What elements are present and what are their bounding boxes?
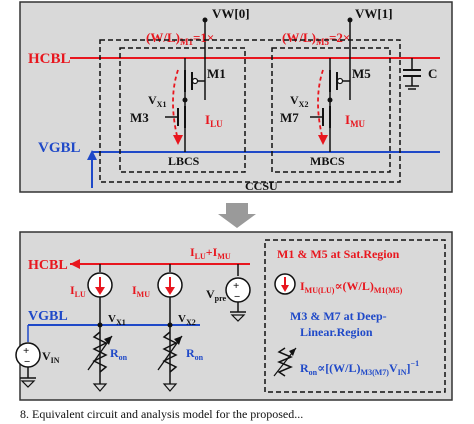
vin-label: VIN bbox=[42, 349, 60, 365]
top-panel bbox=[19, 1, 453, 193]
mbcs-label: MBCS bbox=[310, 154, 345, 168]
ccsu-box bbox=[99, 39, 401, 183]
figure-caption: 8. Equivalent circuit and analysis model… bbox=[20, 407, 303, 421]
ilu-current-path bbox=[172, 69, 179, 141]
top-imu-label: IMU bbox=[345, 112, 366, 129]
ccsu-label: CCSU bbox=[245, 179, 278, 193]
top-ilu-label: ILU bbox=[205, 112, 223, 129]
legend-resistor-icon bbox=[277, 347, 293, 377]
bottom-hcbl-label: HCBL bbox=[28, 258, 68, 273]
vw1-label: VW[1] bbox=[355, 6, 393, 21]
svg-text:−: − bbox=[234, 291, 240, 303]
wl-m5-label: (W/L)M5=2× bbox=[282, 30, 350, 47]
m7-label: M7 bbox=[280, 110, 299, 125]
top-vgbl-arrowhead bbox=[87, 150, 97, 160]
m5-label: M5 bbox=[352, 66, 371, 81]
lbcs-box bbox=[119, 47, 246, 173]
top-vx2-label: VX2 bbox=[290, 93, 308, 109]
bottom-vx1-label: VX1 bbox=[108, 313, 126, 327]
svg-text:+: + bbox=[233, 280, 239, 292]
legend-imu-formula: IMU(LU)∝(W/L)M1(M5) bbox=[300, 279, 403, 295]
bottom-vx2-label: VX2 bbox=[178, 313, 196, 327]
bottom-ilu-label: ILU bbox=[70, 283, 86, 299]
legend-sat-label: M1 & M5 at Sat.Region bbox=[277, 247, 400, 261]
bottom-itotal-label: ILU+IMU bbox=[190, 245, 231, 261]
svg-text:+: + bbox=[23, 345, 29, 357]
mbcs-box bbox=[271, 47, 391, 173]
vpre-label: Vpre bbox=[206, 287, 227, 303]
imu-current-path bbox=[317, 69, 324, 141]
lbcs-label: LBCS bbox=[168, 154, 200, 168]
m3-label: M3 bbox=[130, 110, 149, 125]
ron1-label: Ron bbox=[110, 346, 128, 362]
legend-deep-label-2: Linear.Region bbox=[300, 325, 373, 339]
legend-deep-label-1: M3 & M7 at Deep- bbox=[290, 309, 387, 323]
wl-m1-label: (W/L)M1=1× bbox=[146, 30, 214, 47]
top-vx1-label: VX1 bbox=[148, 93, 166, 109]
ron2-label: Ron bbox=[186, 346, 204, 362]
legend-ron-formula: Ron∝[(W/L)M3(M7)VIN]−1 bbox=[300, 359, 419, 377]
svg-text:−: − bbox=[24, 356, 30, 368]
bottom-panel bbox=[19, 231, 453, 401]
m1-label: M1 bbox=[207, 66, 226, 81]
capacitor-label: C bbox=[428, 66, 437, 81]
bottom-vgbl-label: VGBL bbox=[28, 309, 68, 324]
top-vgbl-label: VGBL bbox=[38, 140, 81, 156]
down-arrow bbox=[218, 203, 256, 228]
legend-box bbox=[264, 239, 446, 393]
top-hcbl-label: HCBL bbox=[28, 51, 71, 67]
bottom-imu-label: IMU bbox=[132, 283, 150, 299]
vw0-label: VW[0] bbox=[212, 6, 250, 21]
